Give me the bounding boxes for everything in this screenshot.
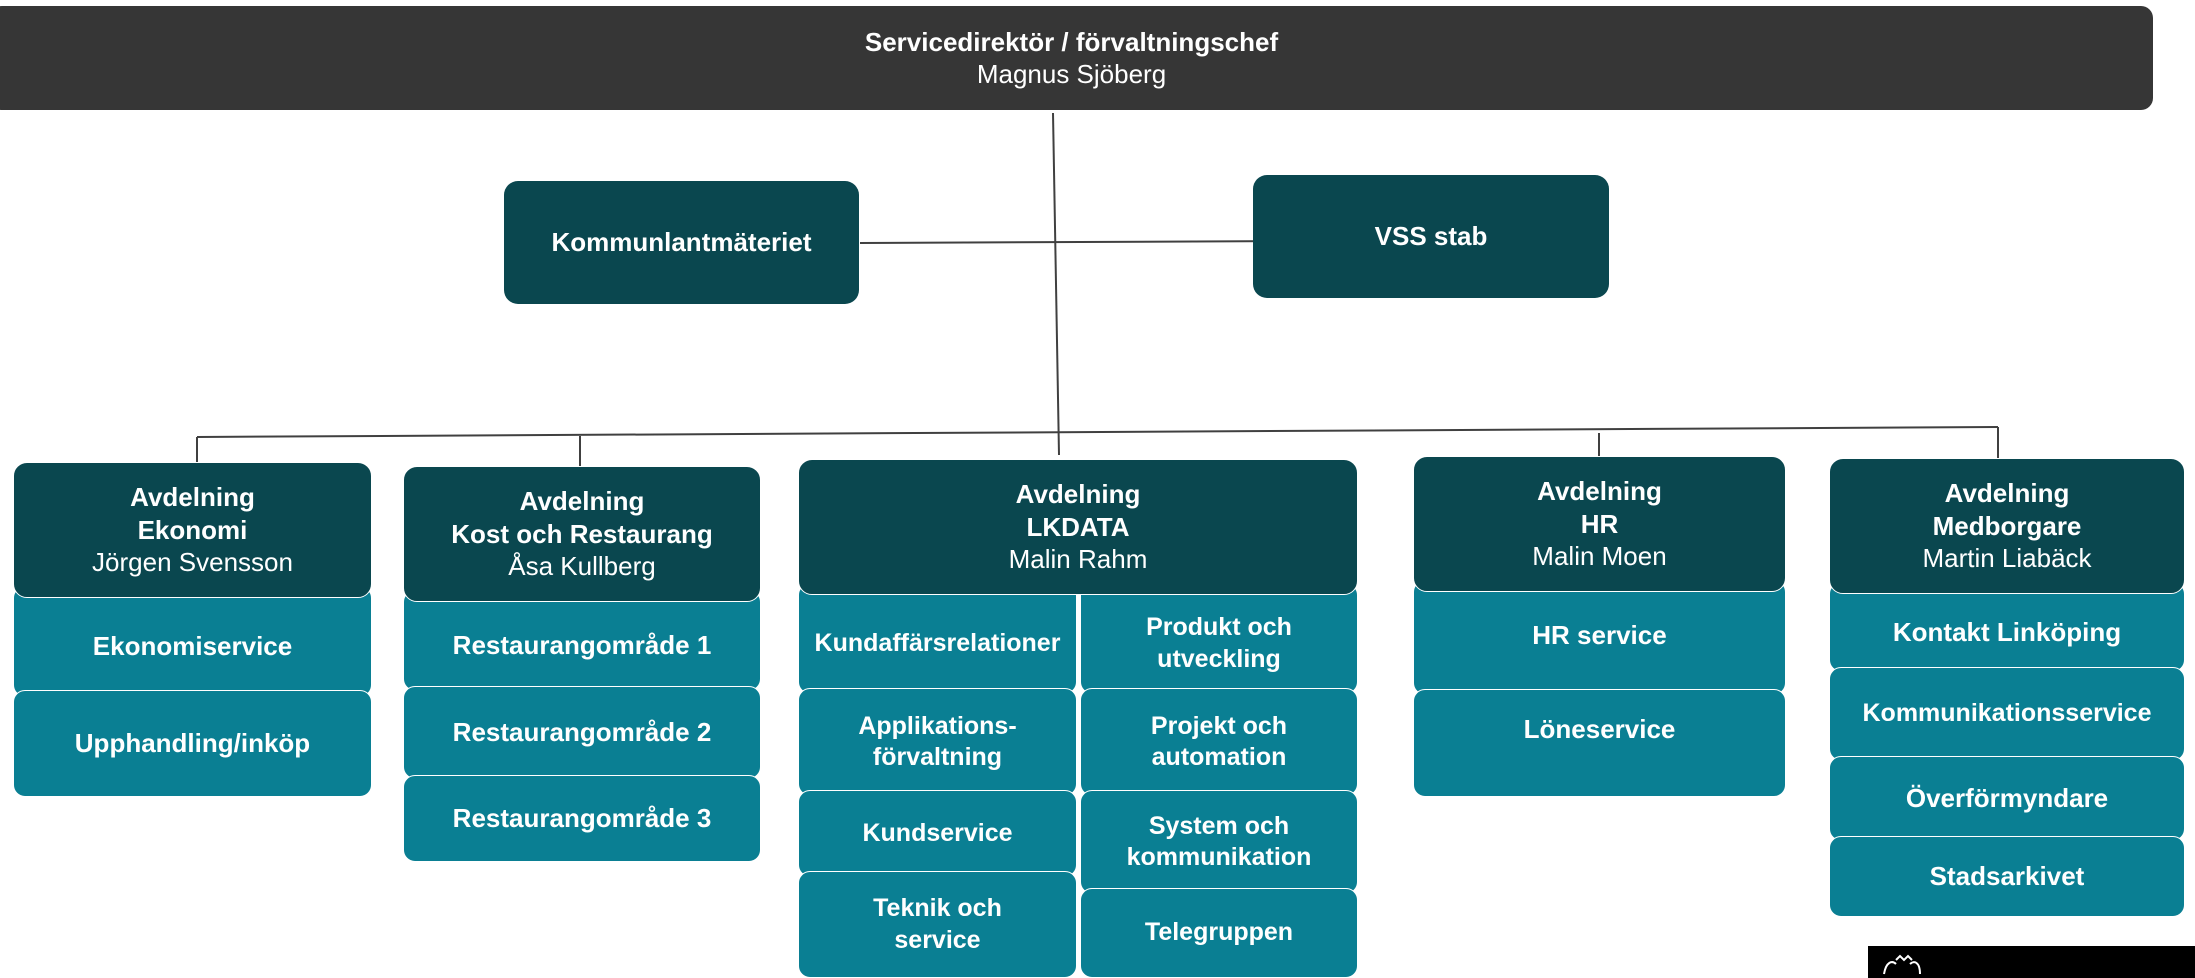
unit-label: Löneservice [1523, 714, 1676, 744]
unit-box: Applikations- förvaltning [798, 688, 1077, 796]
dept-header-hr: Avdelning HR Malin Moen [1413, 456, 1786, 592]
unit-label: Projekt och automation [1150, 711, 1288, 771]
unit-box: Restaurangområde 2 [403, 686, 761, 779]
unit-label: Upphandling/inköp [74, 728, 311, 759]
unit-box: System och kommunikation [1080, 790, 1358, 894]
unit-label: Kommunikationsservice [1862, 699, 2152, 728]
unit-box: Teknik och service [798, 871, 1077, 978]
dept-head: Martin Liabäck [1922, 543, 2092, 574]
unit-box: Produkt och utveckling [1080, 583, 1358, 694]
unit-label: Kundaffärsrelationer [814, 628, 1061, 657]
staff-right-label: VSS stab [1374, 221, 1488, 251]
dept-name: Ekonomi [137, 514, 248, 545]
dept-head: Malin Moen [1532, 541, 1667, 572]
dept-header-medborgare: Avdelning Medborgare Martin Liabäck [1829, 458, 2185, 594]
unit-box: Projekt och automation [1080, 688, 1358, 796]
unit-box: Telegruppen [1080, 888, 1358, 978]
unit-label: Restaurangområde 1 [452, 630, 712, 661]
unit-box: Kontakt Linköping [1829, 582, 2185, 672]
dept-label: Avdelning [1944, 478, 2070, 509]
unit-label: Restaurangområde 3 [452, 803, 712, 834]
unit-box: Upphandling/inköp [13, 690, 372, 797]
dept-name: Kost och Restaurang [451, 518, 713, 549]
unit-label: System och kommunikation [1126, 811, 1312, 871]
unit-label: Applikations- förvaltning [858, 711, 1017, 771]
unit-label: Produkt och utveckling [1146, 613, 1292, 673]
dept-label: Avdelning [1537, 476, 1662, 507]
unit-label: HR service [1532, 620, 1667, 650]
unit-box: Restaurangområde 1 [403, 590, 761, 691]
unit-label: Kundservice [862, 818, 1013, 847]
city-crest-logo [1868, 946, 2195, 978]
unit-label: Ekonomiservice [92, 631, 293, 662]
unit-box: Överförmyndare [1829, 756, 2185, 841]
unit-box: Stadsarkivet [1829, 836, 2185, 917]
dept-label: Avdelning [1015, 479, 1141, 510]
unit-label: Restaurangområde 2 [452, 717, 712, 748]
unit-label: Teknik och service [873, 894, 1002, 954]
staff-line [859, 240, 1301, 244]
dept-header-kost-och-restaurang: Avdelning Kost och Restaurang Åsa Kullbe… [403, 466, 761, 602]
trunk-line [1052, 112, 1060, 456]
staff-box-kommunlantmateriet: Kommunlantmäteriet [504, 181, 859, 304]
dept-label: Avdelning [519, 486, 645, 517]
dept-label: Avdelning [130, 482, 255, 513]
unit-box: Kundaffärsrelationer [798, 583, 1077, 694]
dept-name: HR [1580, 508, 1619, 539]
dept-header-lkdata: Avdelning LKDATA Malin Rahm [798, 459, 1358, 595]
unit-label: Stadsarkivet [1929, 861, 2085, 892]
top-header-box: Servicedirektör / förvaltningschef Magnu… [0, 6, 2153, 110]
top-name: Magnus Sjöberg [976, 59, 1167, 89]
unit-box: Kommunikationsservice [1829, 667, 2185, 761]
dept-head: Jörgen Svensson [92, 547, 293, 578]
unit-box: Kundservice [798, 790, 1077, 877]
unit-box: HR service [1413, 580, 1786, 695]
unit-box: Restaurangområde 3 [403, 775, 761, 862]
unit-box: Ekonomiservice [13, 586, 372, 697]
dept-name: LKDATA [1026, 511, 1130, 542]
unit-label: Överförmyndare [1905, 783, 2109, 814]
branch-line [196, 426, 1999, 438]
dept-head: Åsa Kullberg [508, 551, 656, 582]
dept-head: Malin Rahm [1008, 544, 1148, 575]
city-crest-icon [1883, 954, 1921, 975]
unit-label: Telegruppen [1144, 918, 1294, 947]
unit-label: Kontakt Linköping [1892, 616, 2122, 647]
staff-box-vss: VSS stab [1253, 175, 1609, 298]
staff-left-label: Kommunlantmäteriet [551, 227, 812, 258]
unit-box: Löneservice [1413, 689, 1786, 797]
dept-name: Medborgare [1932, 510, 2082, 541]
dept-header-ekonomi: Avdelning Ekonomi Jörgen Svensson [13, 462, 372, 598]
top-title: Servicedirektör / förvaltningschef [864, 26, 1279, 57]
